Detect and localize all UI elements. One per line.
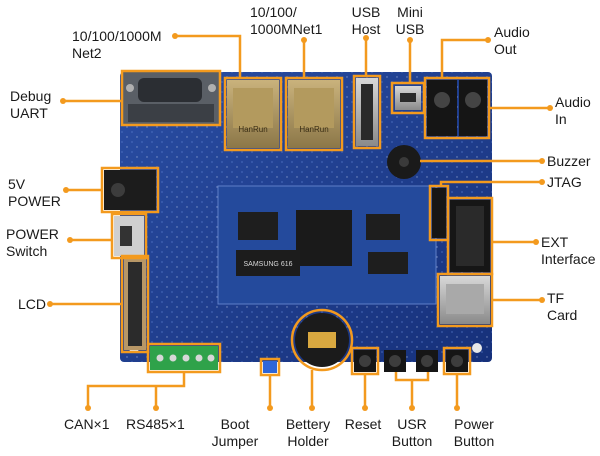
core-module: SAMSUNG 616	[217, 185, 437, 305]
callout-box-debug-uart	[120, 69, 222, 127]
label-mini-usb: Mini USB	[395, 4, 425, 37]
label-power-button: Power Button	[453, 416, 495, 449]
buzzer-component	[387, 145, 421, 179]
leader-dots	[47, 33, 553, 411]
power-5v-jack	[104, 170, 156, 210]
label-jtag: JTAG	[547, 174, 582, 190]
label-battery-holder: Bettery Holder	[285, 416, 331, 449]
leader-net2	[175, 34, 242, 78]
boot-jumper-part	[263, 361, 277, 373]
label-usb-host: USB Host	[351, 4, 381, 37]
usb-host-port	[356, 78, 378, 146]
ethernet-net2-jack: HanRun	[227, 80, 279, 148]
label-net2: 10/100/1000M Net2	[72, 28, 162, 61]
power-switch-component	[114, 216, 144, 256]
callout-box-net1	[284, 76, 344, 152]
label-boot-jumper: Boot Jumper	[211, 416, 259, 449]
memory-chip-marking: SAMSUNG 616	[243, 261, 292, 268]
label-tf-card: TF Card	[547, 290, 578, 323]
label-reset: Reset	[344, 416, 382, 432]
label-ext-interface: EXT Interface	[541, 234, 596, 267]
label-power-switch: POWER Switch	[6, 226, 59, 259]
label-lcd: LCD	[18, 296, 47, 312]
ext-interface-header	[450, 200, 490, 272]
leader-jtag	[439, 180, 542, 186]
can-rs485-terminal	[150, 346, 218, 370]
label-net1: 10/100/ 1000MNet1	[250, 4, 323, 37]
audio-jacks	[427, 80, 487, 136]
reset-button-part	[354, 350, 376, 372]
power-button-part	[446, 350, 468, 372]
label-debug-uart: Debug UART	[10, 88, 52, 121]
callout-box-power-switch	[110, 212, 148, 260]
label-audio-in: Audio In	[555, 94, 591, 127]
callouts	[50, 34, 550, 408]
callout-bracket-usr	[394, 372, 430, 382]
mini-usb-port	[395, 86, 421, 110]
tf-card-slot	[440, 276, 490, 324]
label-5v-power: 5V POWER	[8, 176, 61, 209]
lcd-connector	[124, 258, 146, 350]
ethernet-net1-brand: HanRun	[299, 125, 328, 134]
ethernet-net2-brand: HanRun	[238, 125, 267, 134]
label-rs485: RS485×1	[126, 416, 185, 432]
label-can: CAN×1	[64, 416, 110, 432]
leader-can	[86, 372, 186, 408]
usr-buttons-part	[384, 350, 438, 372]
callout-box-net2	[223, 76, 283, 152]
label-usr-button: USR Button	[391, 416, 433, 449]
label-buzzer: Buzzer	[547, 153, 591, 169]
ethernet-net1-jack: HanRun	[288, 80, 340, 148]
battery-holder-part	[295, 313, 349, 367]
label-audio-out: Audio Out	[494, 24, 530, 57]
callout-circle-battery	[290, 308, 354, 372]
debug-uart-connector	[123, 72, 219, 124]
jtag-header	[432, 188, 446, 238]
leader-audio-out	[440, 38, 488, 78]
